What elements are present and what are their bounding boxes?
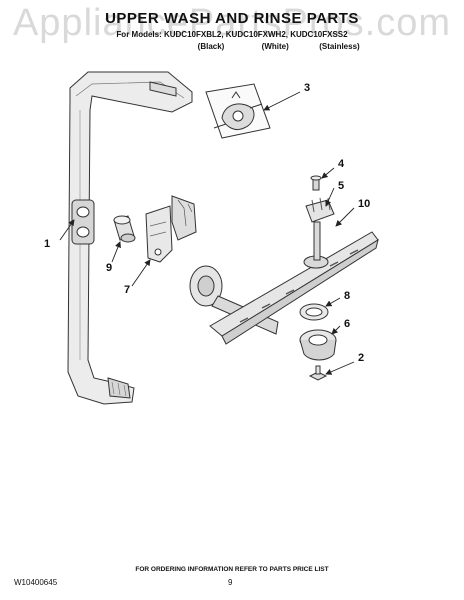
finish-white: (White) [261, 42, 289, 51]
diagram-title: UPPER WASH AND RINSE PARTS [105, 10, 359, 27]
ordering-note: FOR ORDERING INFORMATION REFER TO PARTS … [135, 566, 329, 573]
callout-8: 8 [344, 290, 351, 302]
callout-3: 3 [304, 82, 311, 94]
callout-1: 1 [44, 238, 51, 250]
callout-6: 6 [344, 318, 351, 330]
part-5-mount [305, 197, 335, 261]
part-1-supply-tube [67, 71, 193, 405]
callout-4: 4 [338, 158, 345, 170]
finish-stainless: (Stainless) [319, 42, 360, 51]
model-list: For Models: KUDC10FXBL2, KUDC10FXWH2, KU… [116, 30, 348, 39]
callout-2: 2 [358, 352, 365, 364]
page-number: 9 [228, 578, 233, 587]
callout-7: 7 [124, 284, 131, 296]
leader-lines [59, 91, 355, 375]
finish-black: (Black) [197, 42, 225, 51]
part-4-screw [310, 175, 322, 191]
callout-10: 10 [358, 198, 371, 210]
finish-list: (Black) (White) (Stainless) [180, 42, 370, 51]
part-6-hub [299, 329, 337, 361]
document-number: W10400645 [14, 578, 58, 587]
part-7-bracket [145, 195, 197, 263]
part-2-nut [308, 365, 328, 381]
callout-5: 5 [338, 180, 345, 192]
part-3-manifold [205, 83, 271, 139]
callout-9: 9 [106, 262, 113, 274]
part-10-spray-arm [209, 231, 379, 345]
part-9-fitting [113, 215, 136, 243]
part-8-seal [299, 303, 329, 321]
